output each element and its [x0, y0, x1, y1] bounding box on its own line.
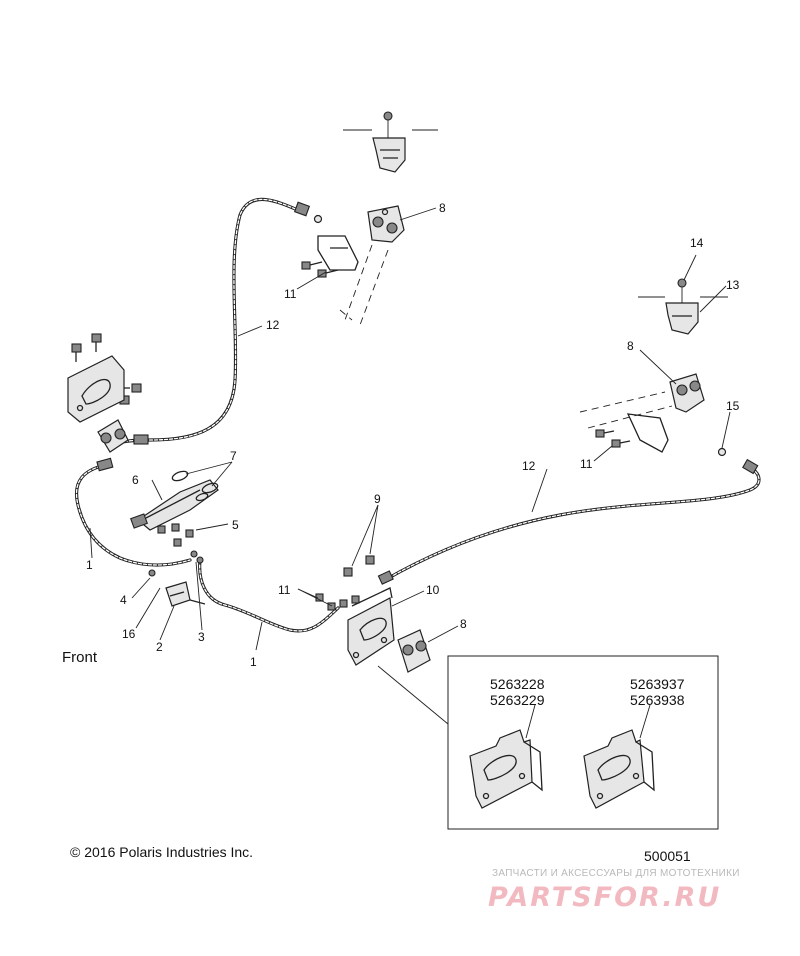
bolts-9	[343, 555, 375, 577]
callout-13: 13	[726, 278, 740, 292]
screws-11-top	[301, 261, 339, 278]
inset-left-number-2: 5263229	[490, 692, 545, 708]
left-latch-assembly	[67, 333, 142, 453]
callout-6: 6	[132, 473, 139, 487]
callout-9: 9	[374, 492, 381, 506]
callout-numbers: 8 11 12 14 13 8 15 11 12 7 6 5 1 4 16 2 …	[86, 201, 740, 669]
callout-8-top: 8	[439, 201, 446, 215]
callout-10: 10	[426, 583, 440, 597]
watermark-logo: PARTSFOR.RU	[488, 882, 721, 913]
copyright-text: © 2016 Polaris Industries Inc.	[70, 844, 253, 860]
callout-1-left: 1	[86, 558, 93, 572]
cable-12-right	[383, 465, 761, 582]
callout-14: 14	[690, 236, 704, 250]
callout-11-top: 11	[284, 287, 297, 301]
callout-4: 4	[120, 593, 127, 607]
leader-lines	[89, 207, 731, 725]
top-center-bracket	[343, 111, 438, 173]
callout-11-right: 11	[580, 457, 593, 471]
callout-16: 16	[122, 627, 136, 641]
callout-12-right: 12	[522, 459, 536, 473]
callout-3: 3	[198, 630, 205, 644]
inset-left-number-1: 5263228	[490, 676, 545, 692]
screws-11-right	[595, 429, 631, 448]
callout-1-lower: 1	[250, 655, 257, 669]
latch-assembly-top	[301, 205, 405, 326]
callout-8-right: 8	[627, 339, 634, 353]
cable-1-lower	[198, 558, 340, 633]
right-latch-assembly	[579, 278, 728, 453]
inset-right-number-2: 5263938	[630, 692, 685, 708]
inset-bracket-right	[583, 729, 655, 809]
callout-2: 2	[156, 640, 163, 654]
cable-1-left	[75, 463, 192, 567]
screws-5	[157, 523, 194, 547]
inset-bracket-left	[469, 729, 543, 809]
callout-11-center: 11	[278, 583, 291, 597]
inset-right-number-1: 5263937	[630, 676, 685, 692]
callout-5: 5	[232, 518, 239, 532]
cable-end-fittings	[96, 201, 759, 585]
center-bracket-assembly	[315, 555, 431, 673]
front-label: Front	[62, 649, 98, 666]
screws-11-center	[315, 593, 360, 611]
callout-8-center: 8	[460, 617, 467, 631]
watermark-tagline: ЗАПЧАСТИ И АКСЕССУАРЫ ДЛЯ МОТОТЕХНИКИ	[492, 868, 740, 879]
release-handle-assembly	[130, 470, 219, 607]
callout-15: 15	[726, 399, 740, 413]
inset-box: 5263228 5263229 5263937 5263938	[447, 655, 719, 830]
figure-number: 500051	[644, 848, 691, 864]
callout-7: 7	[230, 449, 237, 463]
callout-12-upper: 12	[266, 318, 280, 332]
